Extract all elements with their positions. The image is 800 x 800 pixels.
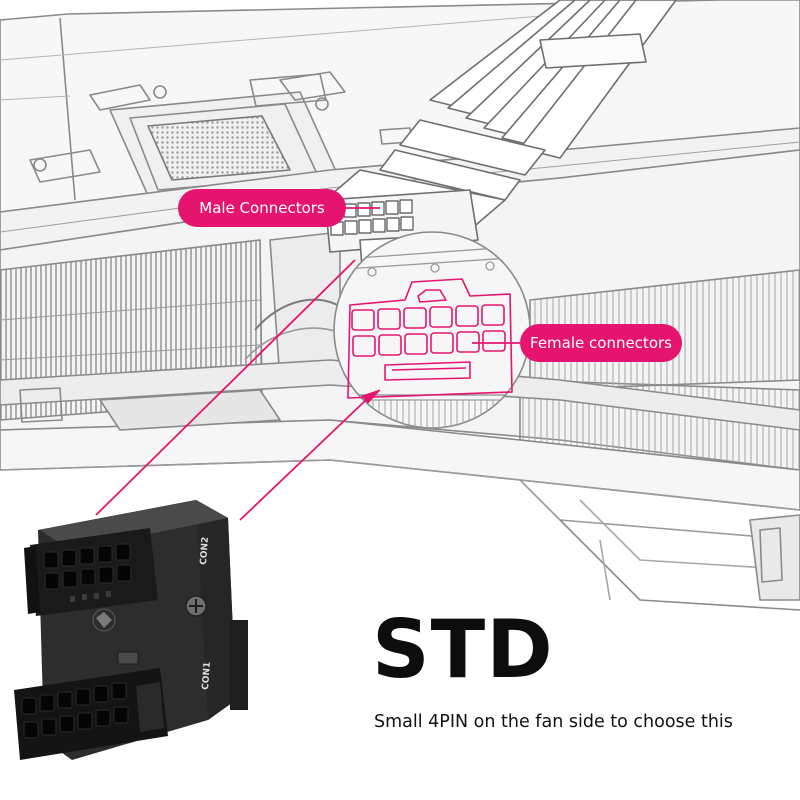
screw-icon: [185, 595, 207, 617]
subline-instruction: Small 4PIN on the fan side to choose thi…: [374, 712, 733, 732]
power-adapter: [14, 500, 248, 760]
port-label-con2: CON2: [199, 537, 211, 566]
callout-leader-lines: [95, 207, 520, 521]
headline-std: STD: [372, 603, 554, 696]
male-connectors-callout: Male Connectors: [178, 189, 346, 227]
female-connectors-callout: Female connectors: [520, 324, 682, 362]
port-label-con1: CON1: [201, 662, 213, 691]
